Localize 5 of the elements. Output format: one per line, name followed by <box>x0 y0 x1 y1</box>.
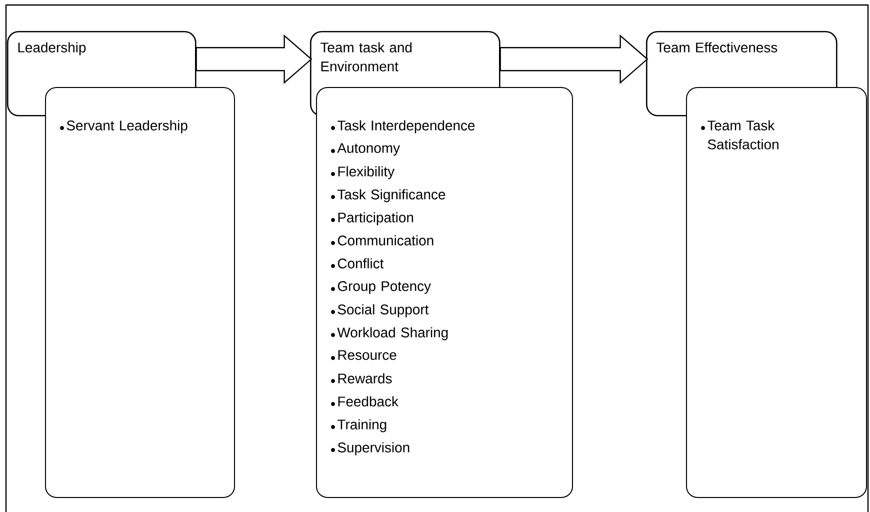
block-arrow <box>500 34 648 84</box>
list-box: Task Interdependence Autonomy Flexibility Task Significance Participation Communication Conflict Group Potency Social Support Workload Sharing Resource Rewards Feedback Training Supervision <box>316 87 573 498</box>
list-box: Team Task Satisfaction <box>686 87 867 498</box>
list-box: Servant Leadership <box>45 87 235 498</box>
block-arrow <box>196 34 312 84</box>
